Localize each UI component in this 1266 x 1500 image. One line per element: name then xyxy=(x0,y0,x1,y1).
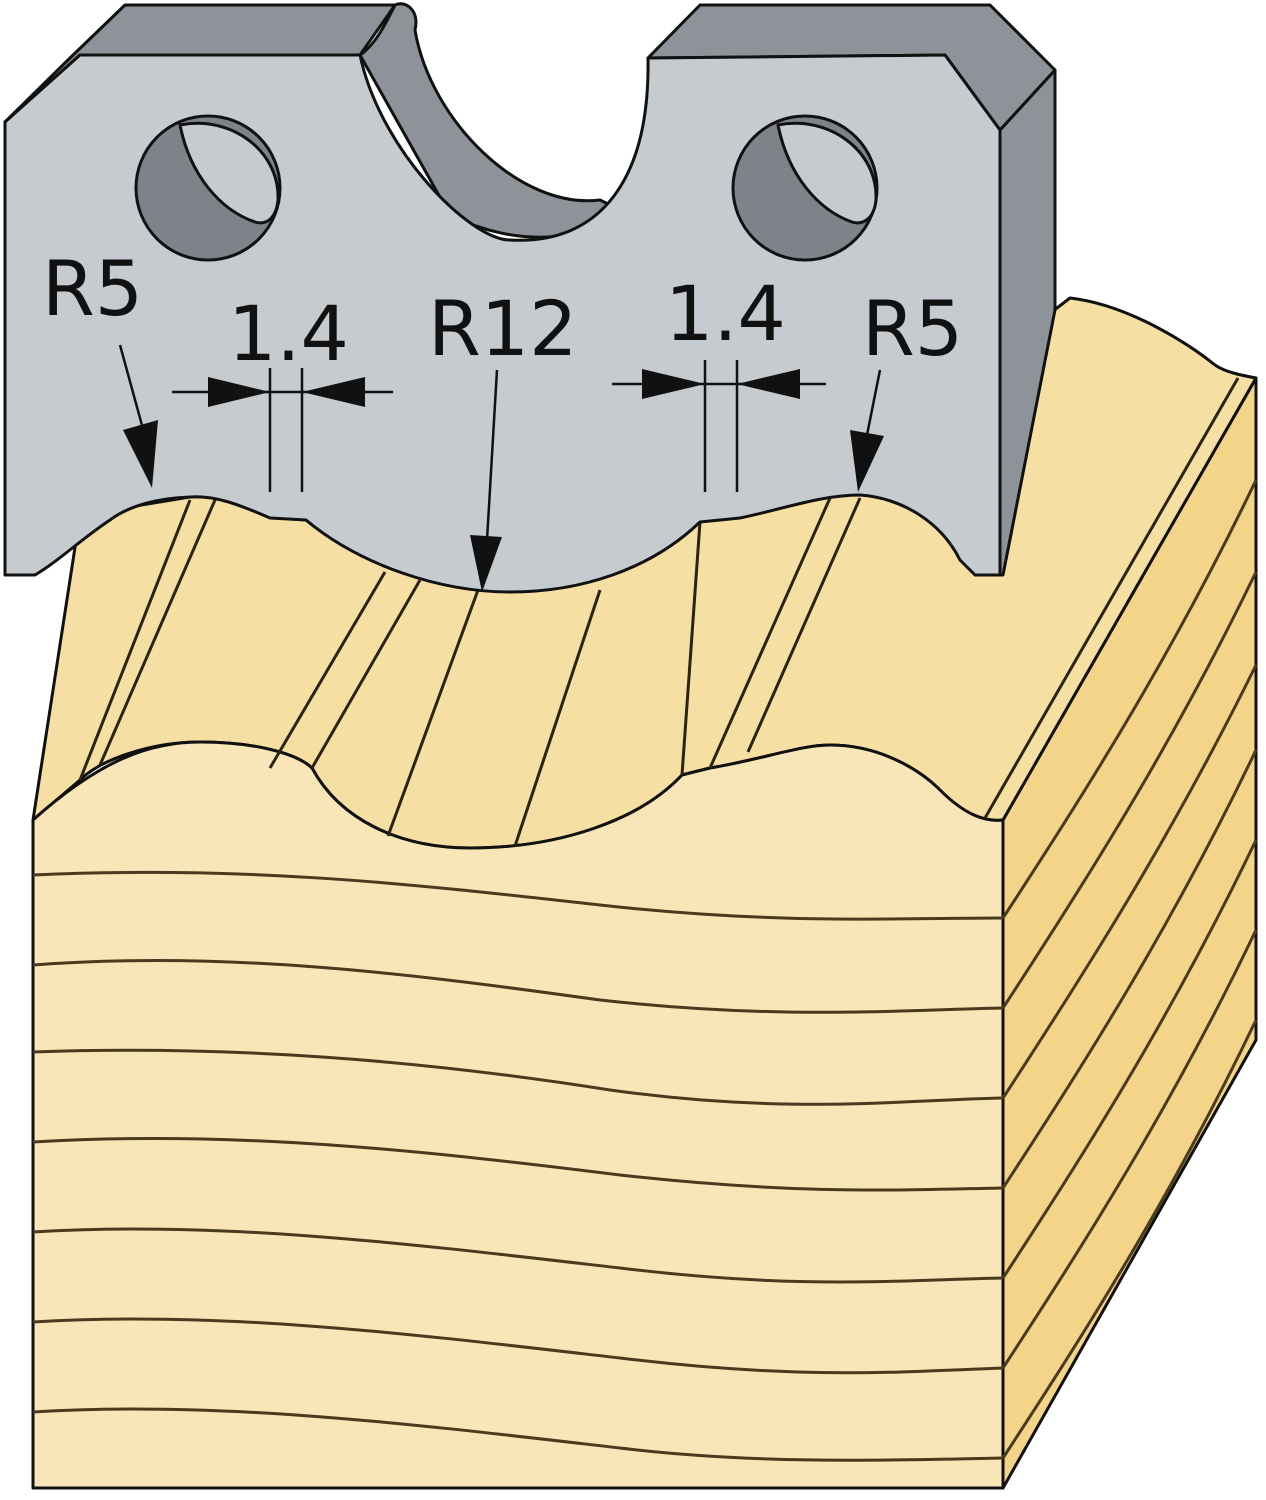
label-width-left: 1.4 xyxy=(228,289,349,378)
dimension-width-left: 1.4 xyxy=(172,289,393,492)
label-radius-center: R12 xyxy=(428,284,578,373)
wood-side-grain xyxy=(1001,479,1258,1459)
dimension-width-right: 1.4 xyxy=(612,269,826,492)
dimension-radius-center: R12 xyxy=(428,284,578,592)
dimension-radius-left: R5 xyxy=(42,244,158,488)
knife-mounting-hole-right xyxy=(731,114,879,262)
wood-top-profile-lines xyxy=(78,377,1240,847)
knife-mounting-hole-left xyxy=(134,114,282,262)
wood-front-grain xyxy=(32,870,1004,1462)
label-radius-left: R5 xyxy=(42,244,143,333)
dimensions: R5 1.4 R12 1.4 xyxy=(42,244,963,592)
label-width-right: 1.4 xyxy=(665,269,786,358)
wood-front-face xyxy=(31,740,1005,1490)
dimension-radius-right: R5 xyxy=(850,284,963,492)
moulding-knife xyxy=(3,2,1057,594)
label-radius-right: R5 xyxy=(862,284,963,373)
